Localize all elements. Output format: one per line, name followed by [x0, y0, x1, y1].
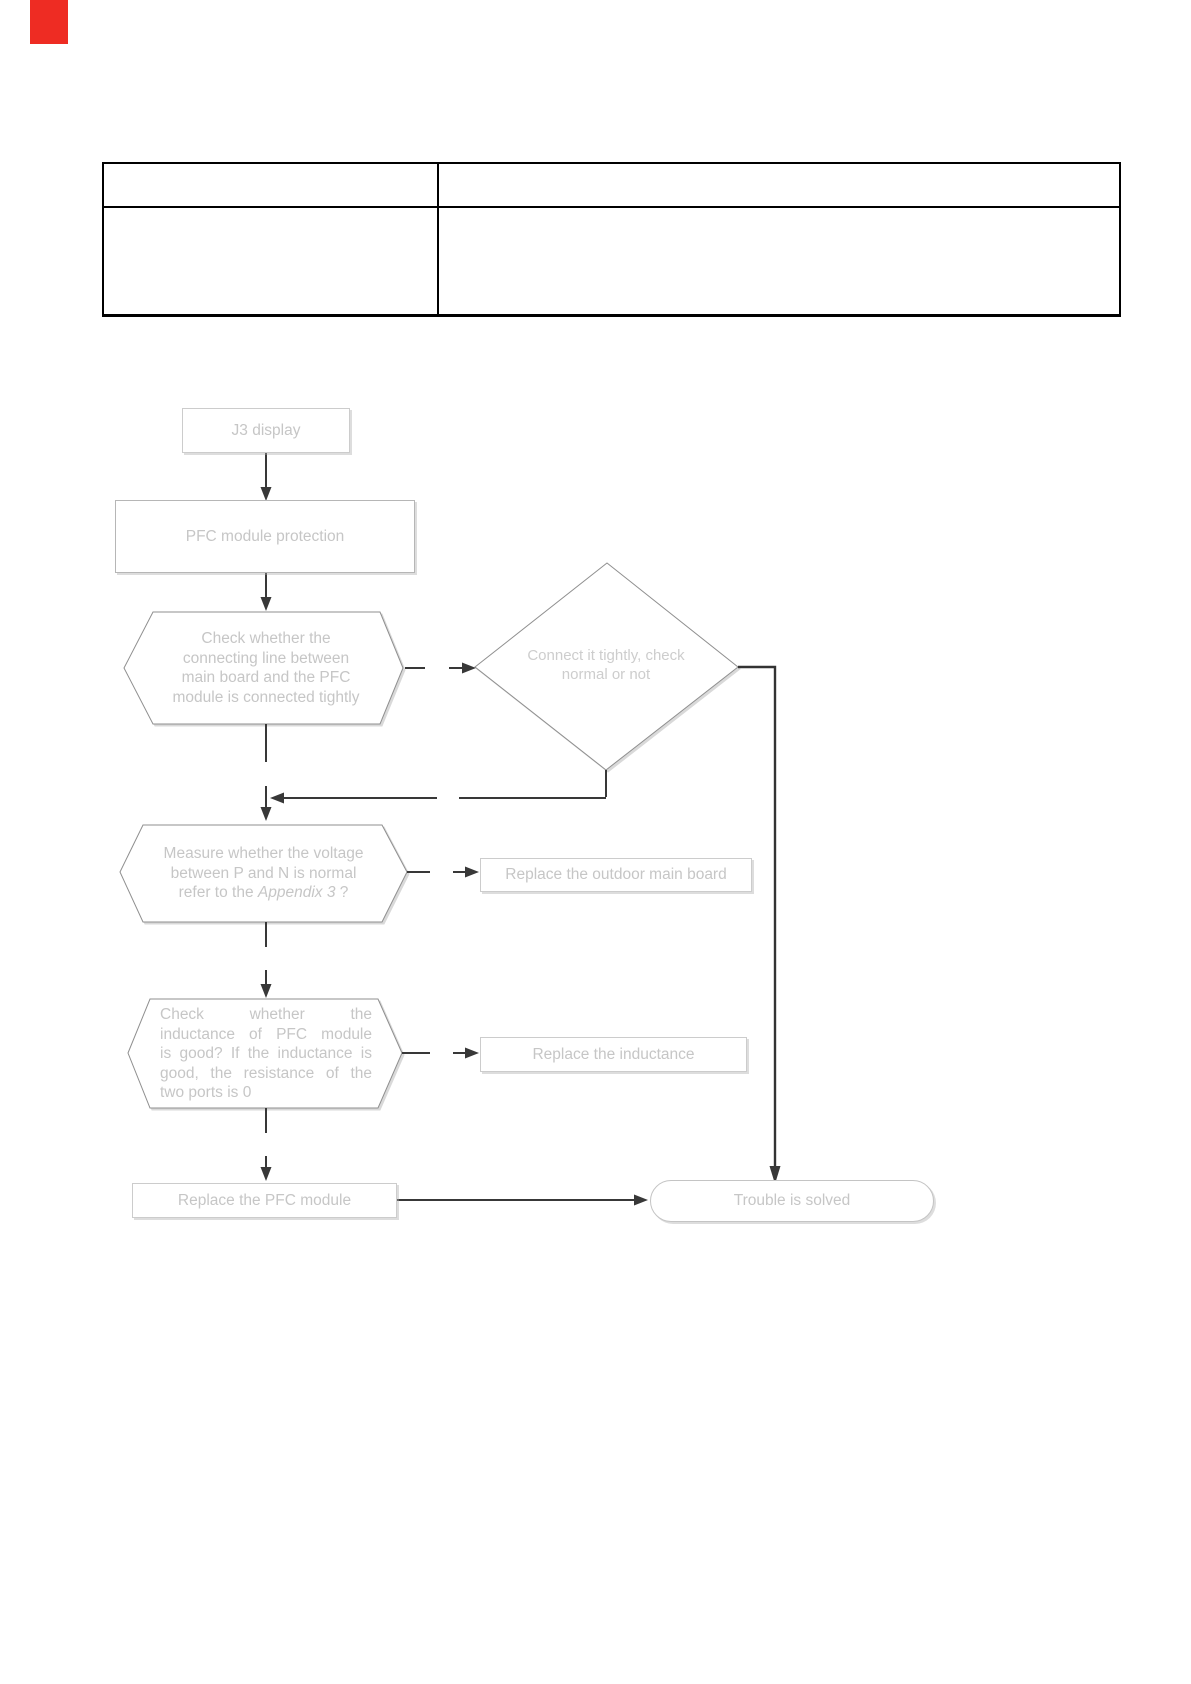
red-corner-mark — [30, 0, 68, 44]
trouble-solved-terminator: Trouble is solved — [650, 1180, 934, 1222]
info-table — [102, 162, 1121, 317]
check-connection-hexagon-shape — [123, 611, 404, 725]
check-inductance-hexagon-shape — [127, 998, 403, 1109]
replace-outdoor-main-board-box: Replace the outdoor main board — [480, 858, 752, 892]
table-column-divider — [437, 164, 439, 314]
start-node: J3 display — [182, 408, 350, 453]
replace-pfc-module-box: Replace the PFC module — [132, 1183, 397, 1218]
connect-tightly-diamond-shape — [474, 562, 739, 771]
replace-inductance-box: Replace the inductance — [480, 1037, 747, 1072]
pfc-protection-node: PFC module protection — [115, 500, 415, 573]
measure-voltage-hexagon-shape — [119, 824, 408, 923]
flow-connectors — [260, 453, 781, 1206]
table-row-divider — [104, 206, 1119, 208]
